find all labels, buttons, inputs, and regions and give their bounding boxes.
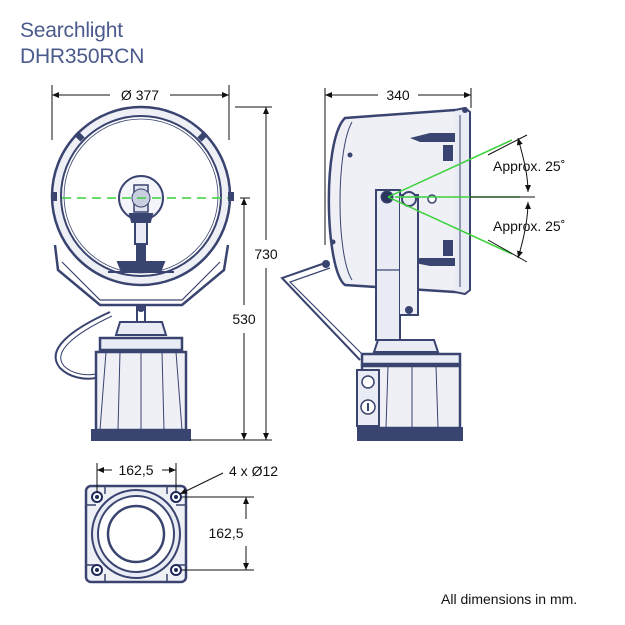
diameter-dimension (51, 85, 230, 140)
base-length-label: 162,5 (208, 525, 243, 541)
bottom-view (84, 484, 188, 584)
base-length-dimension (182, 496, 254, 571)
base-width-dimension (96, 463, 177, 492)
diameter-label: Ø 377 (121, 87, 159, 103)
total-height-dimension (190, 106, 272, 441)
holes-leader (179, 472, 224, 495)
base-width-label: 162,5 (118, 462, 153, 478)
tilt-up-label: Approx. 25˚ (493, 158, 565, 174)
depth-label: 340 (386, 87, 410, 103)
tilt-down-label: Approx. 25˚ (493, 218, 565, 234)
units-footnote: All dimensions in mm. (441, 591, 578, 607)
front-view (50, 105, 234, 441)
total-height-label: 730 (254, 246, 278, 262)
model-name: DHR350RCN (20, 45, 145, 68)
tilt-dimension (470, 134, 535, 263)
product-title: Searchlight (20, 19, 123, 42)
depth-dimension (324, 88, 472, 245)
base-height-dimension (240, 197, 250, 440)
base-height-label: 530 (232, 311, 256, 327)
holes-label: 4 x Ø12 (229, 463, 278, 479)
side-view (280, 106, 471, 441)
